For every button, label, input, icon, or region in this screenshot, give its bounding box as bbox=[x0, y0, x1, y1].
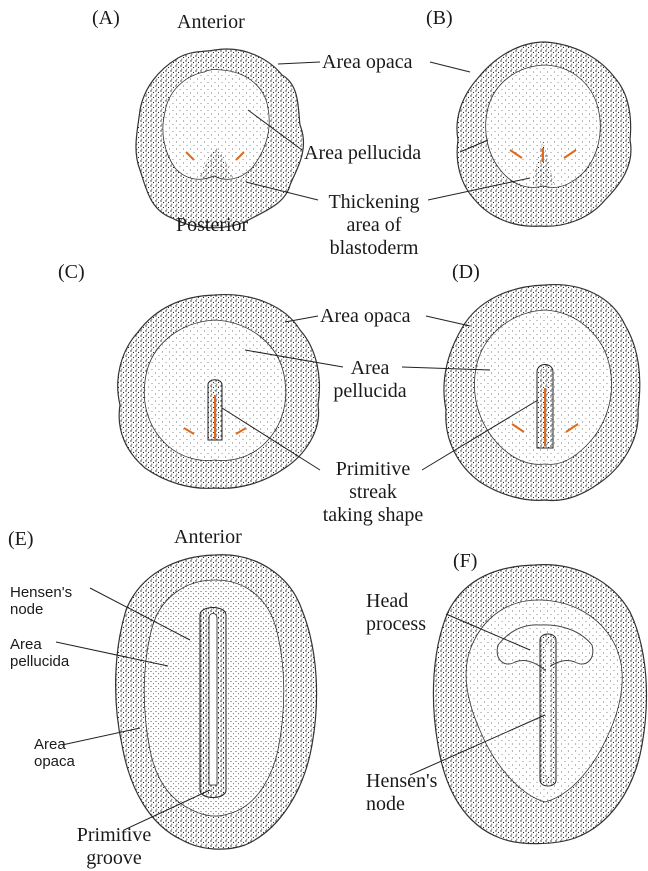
panel-label-e: (E) bbox=[8, 529, 34, 549]
area-opaca-label-cd: Area opaca bbox=[320, 306, 411, 326]
embryo-b bbox=[457, 42, 631, 226]
anterior-label-top: Anterior bbox=[177, 12, 245, 32]
embryo-a bbox=[136, 49, 304, 228]
embryo-e bbox=[116, 555, 317, 849]
embryo-c bbox=[118, 295, 320, 489]
area-opaca-label-e: Area opaca bbox=[34, 736, 75, 771]
panel-label-b: (B) bbox=[426, 8, 453, 28]
primitive-streak-label: Primitive streak taking shape bbox=[308, 458, 438, 527]
embryo-f bbox=[433, 565, 646, 844]
panel-label-d: (D) bbox=[452, 262, 480, 282]
thickening-area-label: Thickening area of blastoderm bbox=[318, 191, 430, 260]
panel-label-c: (C) bbox=[58, 262, 85, 282]
area-pellucida-label-cd: Area pellucida bbox=[325, 357, 415, 403]
area-pellucida-label-ab: Area pellucida bbox=[304, 143, 421, 163]
posterior-label: Posterior bbox=[176, 215, 248, 235]
panel-label-f: (F) bbox=[453, 551, 477, 571]
panel-label-a: (A) bbox=[92, 8, 120, 28]
area-pellucida-label-e: Area pellucida bbox=[10, 636, 69, 671]
area-opaca-label-ab: Area opaca bbox=[322, 52, 413, 72]
head-process-label: Head process bbox=[366, 590, 426, 636]
hensens-node-label-e: Hensen's node bbox=[10, 584, 72, 619]
embryo-d bbox=[444, 285, 640, 501]
primitive-groove-label: Primitive groove bbox=[64, 824, 164, 870]
hensens-node-label-f: Hensen's node bbox=[366, 770, 437, 816]
anterior-label-e: Anterior bbox=[174, 527, 242, 547]
